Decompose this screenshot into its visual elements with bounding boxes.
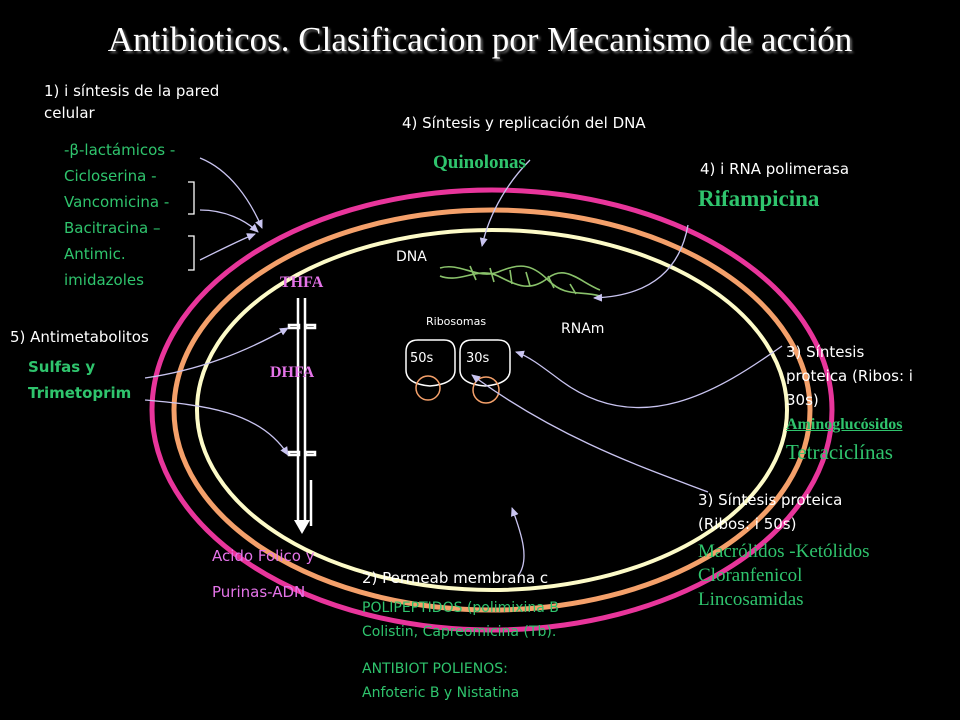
sec4b-heading: 4) i RNA polimerasa — [700, 160, 850, 178]
middle-membrane — [171, 207, 813, 613]
label-thfa: THFA — [280, 274, 324, 291]
sec4a-heading: 4) Síntesis y replicación del DNA — [402, 114, 646, 132]
drug-macrolidos: Macrólidos -Ketólidos — [698, 541, 870, 562]
drug-rifampicina: Rifampicina — [698, 186, 820, 211]
drug-lincosamidas: Lincosamidas — [698, 589, 804, 610]
sec5-drugs: Sulfas y Trimetoprim — [28, 354, 131, 406]
drug-aminoglucosidos: Aminoglucósidos — [786, 416, 903, 433]
arrow-rifampicina — [593, 224, 689, 302]
folic-line1: Acido Folico y — [212, 547, 315, 565]
ribosome-50s-circle — [415, 375, 441, 401]
drug-antimic: Antimic. — [64, 245, 126, 263]
sec2-line2: Colistin, Capreomicina (Tb). — [362, 624, 557, 640]
folic-line2: Purinas-ADN — [212, 583, 306, 601]
dna-strand — [439, 265, 601, 297]
arrow-pared-1 — [199, 157, 263, 229]
drug-cicloserina: Cicloserina - — [64, 167, 157, 185]
arrow-50s — [471, 374, 709, 493]
folate-arrowhead — [294, 520, 310, 534]
sec1-drug-list: -β-lactámicos - Cicloserina - Vancomicin… — [64, 137, 175, 293]
label-50s: 50s — [410, 351, 434, 366]
sec2-heading: 2) Permeab membrana c — [362, 569, 549, 587]
sec3b-line2: (Ribos: i 50s) — [698, 515, 797, 533]
page-title: Antibioticos. Clasificacion por Mecanism… — [107, 20, 853, 59]
sec3a-line3: 30s) — [786, 391, 819, 409]
sec2-line1: POLIPEPTIDOS (polimixina B — [362, 600, 559, 616]
arrow-pared-2 — [199, 209, 259, 233]
drug-vancomicina: Vancomicina - — [64, 193, 170, 211]
arrow-trimetoprim — [144, 399, 289, 456]
folate-pathway — [287, 298, 317, 526]
label-ribosomas: Ribosomas — [426, 315, 487, 328]
drug-sulfas: Sulfas y — [28, 358, 96, 376]
sec2-polienos: ANTIBIOT POLIENOS: Anfoteric B y Nistati… — [362, 657, 519, 705]
outer-membrane — [149, 187, 835, 633]
inner-membrane — [195, 228, 789, 592]
drug-bacitracina: Bacitracina – — [64, 219, 161, 237]
drug-tetraciclinas: Tetraciclínas — [786, 440, 893, 464]
drug-trimetoprim: Trimetoprim — [28, 384, 132, 402]
sec3a-line2: proteica (Ribos: i — [786, 367, 913, 385]
label-rnam: RNAm — [561, 321, 605, 337]
sec2-polipeptidos: POLIPEPTIDOS (polimixina B Colistin, Cap… — [362, 596, 559, 644]
sec5-heading: 5) Antimetabolitos — [10, 328, 149, 346]
sec3b-line1: 3) Síntesis proteica — [698, 491, 843, 509]
arrow-pared-3 — [199, 233, 256, 261]
drug-quinolonas: Quinolonas — [433, 152, 526, 173]
sec1-heading: 1) i síntesis de la pared celular — [44, 80, 219, 124]
label-dhfa: DHFA — [270, 364, 315, 381]
sec2-line3: ANTIBIOT POLIENOS: — [362, 661, 508, 677]
arrow-membrana — [511, 507, 525, 577]
label-dna: DNA — [396, 249, 427, 265]
sec3b-heading: 3) Síntesis proteica (Ribos: i 50s) — [698, 488, 842, 536]
sec3a-heading: 3) Síntesis proteica (Ribos: i 30s) — [786, 340, 913, 412]
sec1-line2: celular — [44, 104, 95, 122]
arrow-sulfas — [144, 327, 289, 379]
drug-cloranfenicol: Cloranfenicol — [698, 565, 803, 586]
ribosome-30s-circle — [472, 376, 500, 404]
sec3b-drugs: Macrólidos -Ketólidos Cloranfenicol Linc… — [698, 540, 870, 612]
sec3a-line1: 3) Síntesis — [786, 343, 865, 361]
label-30s: 30s — [466, 351, 490, 366]
drug-beta-lactamicos: -β-lactámicos - — [64, 141, 176, 159]
sec1-line1: 1) i síntesis de la pared — [44, 82, 220, 100]
arrow-quinolonas — [479, 159, 531, 247]
ribosome-50s — [405, 339, 456, 387]
arrow-30s — [515, 345, 783, 409]
drug-imidazoles: imidazoles — [64, 271, 144, 289]
sec2-line4: Anfoteric B y Nistatina — [362, 685, 520, 701]
